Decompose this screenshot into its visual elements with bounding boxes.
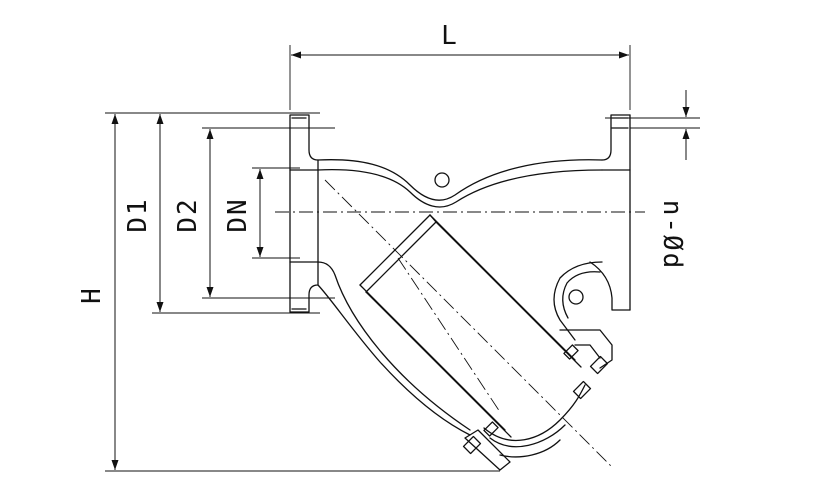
screen-secondary-line xyxy=(397,257,501,413)
center-lines xyxy=(275,179,645,468)
extension-lines xyxy=(105,45,700,472)
valve-body xyxy=(289,159,631,436)
dimension-lines xyxy=(111,51,690,470)
drain-cap xyxy=(462,329,613,471)
right-flange xyxy=(589,114,631,311)
d2-label: D2 xyxy=(173,197,203,232)
bolt-holes-label: n-Ød xyxy=(657,200,687,271)
strainer-screen xyxy=(359,214,582,438)
height-label: H xyxy=(77,286,107,304)
d1-label: D1 xyxy=(123,197,153,232)
dn-label: DN xyxy=(223,197,253,232)
length-label: L xyxy=(441,21,459,51)
screen-axis-line xyxy=(324,179,613,468)
left-flange xyxy=(289,114,319,313)
